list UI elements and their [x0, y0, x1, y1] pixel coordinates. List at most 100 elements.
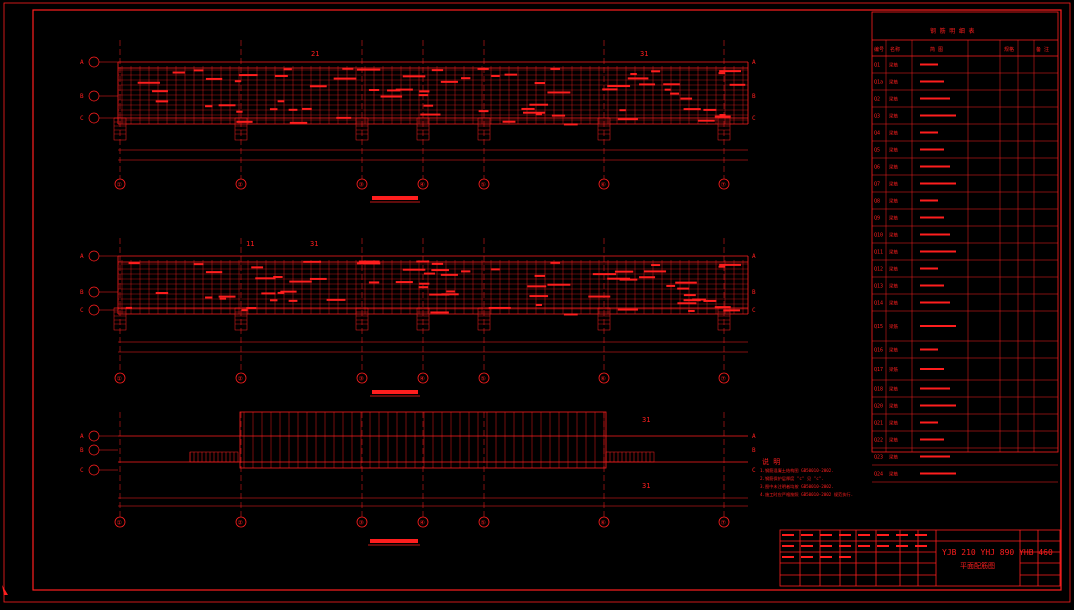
annotation-mark: [309, 85, 327, 88]
grid-bubble-label: ③: [359, 376, 364, 383]
annotation-mark: [431, 269, 449, 272]
side-axis-label: B: [752, 447, 756, 454]
schedule-row-id: Q10: [874, 233, 883, 239]
annotation-mark: [418, 286, 429, 289]
annotation-mark: [205, 271, 223, 274]
side-axis-label: B: [752, 289, 756, 296]
schedule-row-name: 梁筋: [889, 420, 898, 427]
schedule-row-id: Q24: [874, 472, 883, 478]
side-axis-label: A: [752, 59, 756, 66]
grid-bubble-label: ⑤: [481, 520, 486, 527]
annotation-mark: [419, 282, 430, 285]
schedule-row-name: 梁筋: [889, 366, 898, 373]
annotation-mark: [643, 270, 667, 273]
schedule-row-name: 梁筋: [889, 198, 898, 205]
schedule-row-name: 梁筋: [889, 96, 898, 103]
annotation-mark: [430, 311, 449, 314]
schedule-row-name: 梁筋: [889, 113, 898, 120]
title-block-cell-text: [782, 534, 794, 536]
annotation-mark: [368, 281, 380, 284]
schedule-shape-sketch: [920, 472, 956, 475]
grid-bubble: [235, 372, 247, 384]
title-block-cell-text: [877, 534, 889, 536]
title-block-cell-text: [858, 534, 870, 536]
annotation-mark: [441, 293, 459, 296]
annotation-mark: [477, 67, 489, 70]
schedule-shape-sketch: [920, 387, 950, 390]
annotation-mark: [336, 116, 352, 119]
annotation-mark: [680, 97, 693, 100]
annotation-mark: [639, 83, 656, 86]
caption-2: [372, 390, 418, 394]
annotation-mark: [402, 75, 426, 78]
annotation-mark: [504, 73, 518, 76]
grid-bubble-label: ②: [238, 520, 243, 527]
side-axis-label: C: [752, 115, 756, 122]
grid-bubble-label: ③: [359, 182, 364, 189]
schedule-row-id: Q9: [874, 216, 880, 222]
annotation-mark: [419, 90, 430, 93]
annotation-mark: [251, 266, 264, 269]
schedule-shape-sketch: [920, 438, 944, 441]
annotation-mark: [592, 273, 617, 276]
annotation-mark: [218, 295, 236, 298]
annotation-mark: [535, 303, 542, 306]
grid-bubble-label: ⑥: [601, 520, 606, 527]
schedule-shape-sketch: [920, 165, 950, 168]
side-axis-label: C: [752, 467, 756, 474]
title-block-cell-text: [820, 545, 832, 547]
section-mark-plan3-b: 31: [642, 482, 650, 490]
schedule-row-name: 梁筋: [889, 266, 898, 273]
side-axis-label: C: [80, 307, 84, 314]
annotation-mark: [677, 302, 697, 305]
grid-bubble-label: ⑦: [721, 520, 726, 527]
annotation-mark: [356, 262, 381, 265]
annotation-mark: [440, 273, 458, 276]
annotation-mark: [238, 74, 258, 77]
schedule-shape-sketch: [920, 199, 938, 202]
annotation-mark: [269, 108, 278, 111]
title-sub: 平面配筋图: [960, 561, 995, 570]
annotation-mark: [714, 306, 731, 309]
annotation-mark: [547, 91, 571, 94]
side-axis-bubble: [88, 444, 100, 456]
annotation-mark: [461, 270, 471, 273]
schedule-row-id: Q11: [874, 250, 883, 256]
annotation-mark: [155, 292, 169, 295]
plan-view-1: [113, 61, 749, 161]
annotation-mark: [395, 88, 413, 91]
schedule-shape-sketch: [920, 148, 944, 151]
annotation-mark: [387, 89, 401, 92]
schedule-shape-sketch: [920, 182, 956, 185]
annotation-mark: [617, 308, 638, 311]
title-block-cell-text: [820, 534, 832, 536]
side-axis-label: B: [752, 93, 756, 100]
annotation-mark: [152, 90, 168, 93]
annotation-mark: [550, 67, 561, 70]
annotation-mark: [703, 299, 717, 302]
schedule-row-name: 梁筋: [889, 147, 898, 154]
annotation-mark: [588, 295, 611, 298]
notes-line-3: 3.图中未注明者均按 GB50010-2002.: [760, 483, 834, 490]
caption-1: [372, 196, 418, 200]
annotation-mark: [619, 109, 626, 112]
schedule-shape-sketch: [920, 368, 944, 370]
annotation-mark: [440, 80, 458, 83]
annotation-mark: [246, 307, 257, 310]
side-axis-label: B: [80, 289, 84, 296]
notes-block: 说 明 1.钢筋混凝土结构图 GB50010-2002. 2.钢筋保护层厚度 "…: [760, 457, 853, 498]
title-block-cell-text: [801, 534, 813, 536]
annotation-mark: [288, 108, 298, 111]
annotation-mark: [729, 83, 746, 86]
notes-line-2: 2.钢筋保护层厚度 "c" 见 "c".: [760, 475, 824, 482]
schedule-row-name: 梁筋: [889, 283, 898, 290]
annotation-mark: [303, 260, 322, 263]
column-section: [189, 451, 239, 463]
schedule-row-name: 梁筋: [889, 300, 898, 307]
schedule-row-name: 梁筋: [889, 79, 898, 86]
schedule-shape-sketch: [920, 404, 956, 407]
